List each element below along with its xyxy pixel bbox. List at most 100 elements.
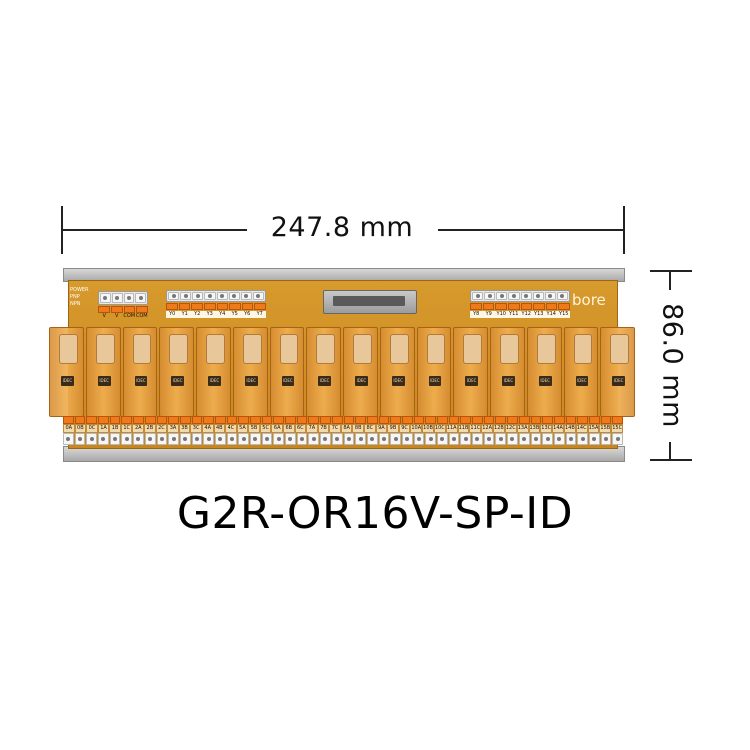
output-terminal-label: 8A [340, 424, 353, 433]
input-terminal-label: Y2 [191, 311, 204, 318]
output-terminal-label: 7A [306, 424, 318, 433]
height-dim-top-tick [650, 270, 692, 272]
terminal-screw[interactable] [612, 433, 623, 445]
terminal-screw[interactable] [532, 292, 544, 300]
terminal-screw[interactable] [556, 292, 568, 300]
terminal-screw[interactable] [553, 433, 565, 445]
terminal-screw[interactable] [542, 433, 553, 445]
terminal-screw[interactable] [565, 433, 577, 445]
terminal-screw[interactable] [100, 293, 111, 303]
terminal-screw[interactable] [203, 433, 214, 445]
terminal-screw[interactable] [109, 433, 121, 445]
terminal-screw[interactable] [530, 433, 542, 445]
npn-label: NPN [70, 301, 81, 307]
terminal-tab [121, 416, 133, 424]
terminal-screw[interactable] [273, 433, 285, 445]
terminal-screw[interactable] [544, 292, 556, 300]
terminal-screw[interactable] [507, 433, 518, 445]
terminal-screw[interactable] [437, 433, 448, 445]
power-label: POWER [70, 287, 89, 293]
terminal-screw[interactable] [484, 292, 496, 300]
relay-module[interactable]: IDEC [196, 327, 231, 417]
relay-module[interactable]: IDEC [269, 327, 305, 417]
terminal-screw[interactable] [238, 433, 249, 445]
terminal-screw[interactable] [495, 433, 507, 445]
output-terminal-label: 4B [213, 424, 226, 433]
relay-module[interactable]: IDEC [526, 327, 562, 417]
terminal-screw[interactable] [496, 292, 508, 300]
terminal-screw[interactable] [390, 433, 401, 445]
input-terminal-strip[interactable] [470, 290, 570, 302]
terminal-screw[interactable] [168, 433, 179, 445]
terminal-screw[interactable] [144, 433, 156, 445]
terminal-screw[interactable] [460, 433, 472, 445]
terminal-screw[interactable] [472, 292, 484, 300]
terminal-screw[interactable] [191, 433, 203, 445]
terminal-screw[interactable] [123, 293, 135, 303]
relay-coil-cap [389, 334, 409, 364]
terminal-screw[interactable] [343, 433, 355, 445]
terminal-screw[interactable] [520, 292, 532, 300]
terminal-screw[interactable] [518, 433, 530, 445]
terminal-screw[interactable] [74, 433, 86, 445]
terminal-screw[interactable] [413, 433, 425, 445]
terminal-screw[interactable] [226, 433, 238, 445]
terminal-screw[interactable] [156, 433, 168, 445]
relay-module[interactable]: IDEC [453, 327, 488, 417]
terminal-screw[interactable] [252, 292, 264, 300]
relay-module[interactable]: IDEC [490, 327, 525, 417]
bottom-terminal-tabs [63, 416, 623, 424]
terminal-screw[interactable] [472, 433, 483, 445]
terminal-screw[interactable] [111, 293, 123, 303]
relay-marking: IDEC [391, 376, 405, 386]
terminal-screw[interactable] [483, 433, 495, 445]
terminal-screw[interactable] [508, 292, 520, 300]
relay-module[interactable]: IDEC [85, 327, 121, 417]
terminal-screw[interactable] [135, 293, 146, 303]
relay-module[interactable]: IDEC [232, 327, 268, 417]
terminal-screw[interactable] [425, 433, 436, 445]
terminal-screw[interactable] [121, 433, 133, 445]
relay-module[interactable]: IDEC [563, 327, 599, 417]
relay-module[interactable]: IDEC [159, 327, 194, 417]
terminal-screw[interactable] [261, 433, 273, 445]
terminal-screw[interactable] [378, 433, 390, 445]
terminal-screw[interactable] [63, 433, 74, 445]
terminal-screw[interactable] [366, 433, 378, 445]
relay-module[interactable]: IDEC [416, 327, 452, 417]
model-name: G2R-OR16V-SP-ID [176, 488, 574, 539]
output-terminal-label: 0B [74, 424, 87, 433]
terminal-screw[interactable] [179, 433, 191, 445]
input-terminal-strip[interactable] [166, 290, 266, 302]
terminal-screw[interactable] [98, 433, 109, 445]
relay-module[interactable]: IDEC [122, 327, 158, 417]
terminal-screw[interactable] [448, 433, 460, 445]
terminal-screw[interactable] [401, 433, 413, 445]
terminal-screw[interactable] [192, 292, 204, 300]
terminal-screw[interactable] [296, 433, 308, 445]
terminal-screw[interactable] [320, 433, 331, 445]
terminal-screw[interactable] [180, 292, 192, 300]
terminal-screw[interactable] [204, 292, 216, 300]
terminal-screw[interactable] [600, 433, 612, 445]
terminal-screw[interactable] [214, 433, 226, 445]
relay-module[interactable]: IDEC [49, 327, 84, 417]
relay-module[interactable]: IDEC [600, 327, 635, 417]
terminal-screw[interactable] [250, 433, 261, 445]
relay-module[interactable]: IDEC [379, 327, 415, 417]
terminal-screw[interactable] [588, 433, 600, 445]
terminal-screw[interactable] [228, 292, 240, 300]
relay-module[interactable]: IDEC [343, 327, 378, 417]
terminal-screw[interactable] [168, 292, 180, 300]
terminal-screw[interactable] [331, 433, 343, 445]
relay-module[interactable]: IDEC [306, 327, 341, 417]
terminal-screw[interactable] [355, 433, 366, 445]
terminal-screw[interactable] [86, 433, 98, 445]
terminal-screw[interactable] [285, 433, 296, 445]
terminal-screw[interactable] [216, 292, 228, 300]
terminal-screw[interactable] [133, 433, 144, 445]
terminal-screw[interactable] [577, 433, 588, 445]
terminal-screw[interactable] [240, 292, 252, 300]
power-terminal-block[interactable] [98, 291, 148, 305]
terminal-screw[interactable] [308, 433, 320, 445]
